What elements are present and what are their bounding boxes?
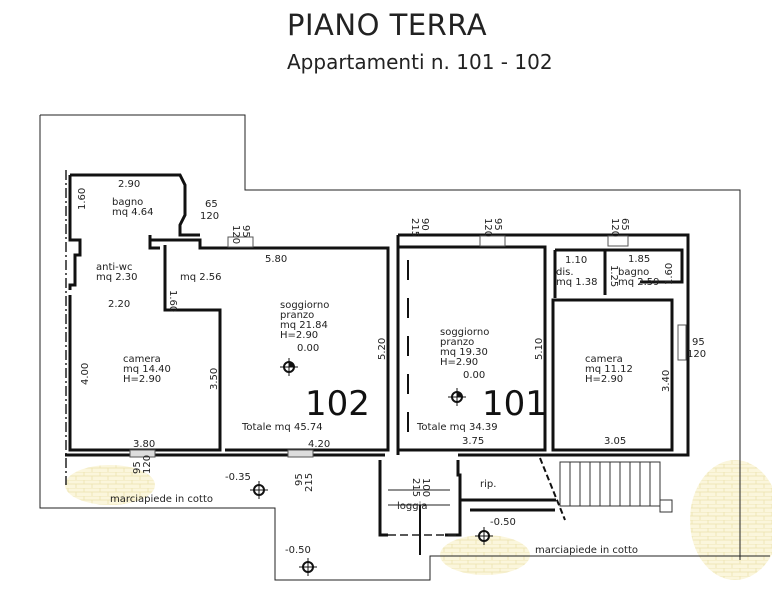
- room-label: bagno: [112, 197, 143, 208]
- room-label: bagno: [618, 267, 649, 278]
- level: 0.00: [463, 370, 485, 381]
- room-height: H=2.90: [585, 374, 623, 385]
- level: -0.35: [225, 472, 251, 483]
- area-label: rip.: [480, 479, 496, 490]
- dim: 2.20: [108, 299, 130, 310]
- room-label: pranzo: [440, 337, 474, 348]
- level-marker-icon: [280, 358, 298, 376]
- window-dim: 120: [609, 218, 620, 237]
- room-label: dis.: [556, 267, 574, 278]
- room-label: pranzo: [280, 310, 314, 321]
- dim: 5.10: [534, 338, 545, 360]
- window-dim: 95: [692, 337, 705, 348]
- unit-number: 102: [305, 384, 370, 424]
- level: 0.00: [297, 343, 319, 354]
- unit-number: 101: [482, 384, 547, 424]
- room-area: mq 11.12: [585, 364, 633, 375]
- window-dim: 120: [687, 349, 706, 360]
- dim: 3.05: [604, 436, 626, 447]
- dim: 2.90: [118, 179, 140, 190]
- room-area: mq 14.40: [123, 364, 171, 375]
- dim: 1.60: [664, 263, 675, 285]
- room-area: mq 21.84: [280, 320, 328, 331]
- room-label: anti-wc: [96, 262, 132, 273]
- dim: 4.00: [80, 363, 91, 385]
- window-dim: 95: [492, 218, 503, 231]
- dim: 3.75: [462, 436, 484, 447]
- level-marker-icon: [448, 388, 466, 406]
- window-dim: 120: [142, 455, 153, 474]
- unit-102-walls: [65, 173, 390, 458]
- level-marker-icon: [250, 481, 268, 499]
- level-marker-icon: [475, 527, 493, 545]
- door-dim: 215: [410, 478, 421, 497]
- dim: 1.25: [608, 265, 619, 287]
- dim: 5.20: [377, 338, 388, 360]
- plan-subtitle: Appartamenti n. 101 - 102: [287, 50, 553, 74]
- window-dim: 120: [230, 225, 241, 244]
- room-height: H=2.90: [280, 330, 318, 341]
- dim: 1.10: [565, 255, 587, 266]
- window-dim: 95: [240, 225, 251, 238]
- plan-title: PIANO TERRA: [287, 8, 488, 42]
- dim: 5.80: [265, 254, 287, 265]
- area-label: marciapiede in cotto: [110, 494, 213, 505]
- window-dim: 95: [132, 461, 143, 474]
- room-area: mq 2.30: [96, 272, 138, 283]
- stairs: [539, 457, 673, 521]
- room-label: camera: [123, 354, 161, 365]
- site-boundary: [40, 114, 741, 560]
- window-dim: 65: [619, 218, 630, 231]
- window-dim: 65: [205, 199, 218, 210]
- room-area: mq 19.30: [440, 347, 488, 358]
- room-area: mq 2.56: [180, 272, 222, 283]
- area-label: marciapiede in cotto: [535, 545, 638, 556]
- unit-total: Totale mq 34.39: [416, 422, 498, 433]
- room-label: soggiorno: [440, 327, 489, 338]
- room-area: mq 1.38: [556, 277, 598, 288]
- room-area: mq 4.64: [112, 207, 154, 218]
- paving-right: [690, 460, 772, 580]
- dim: 3.50: [209, 368, 220, 390]
- dim: 1.60: [167, 290, 178, 312]
- door-dim: 90: [419, 218, 430, 231]
- dim: 3.80: [133, 439, 155, 450]
- dim: 1.60: [77, 188, 88, 210]
- room-area: mq 2.59: [618, 277, 660, 288]
- room-height: H=2.90: [123, 374, 161, 385]
- window-dim: 120: [200, 211, 219, 222]
- window-dim: 120: [482, 218, 493, 237]
- unit-total: Totale mq 45.74: [241, 422, 323, 433]
- level: -0.50: [285, 545, 311, 556]
- door-dim: 215: [409, 218, 420, 237]
- dim: 4.20: [308, 439, 330, 450]
- room-label: camera: [585, 354, 623, 365]
- area-label: loggia: [397, 501, 428, 512]
- room-height: H=2.90: [440, 357, 478, 368]
- paving-bottom: [440, 535, 530, 575]
- door-dim: 95: [294, 473, 305, 486]
- loggia-structure: [378, 460, 556, 555]
- level: -0.50: [490, 517, 516, 528]
- paving-left: [65, 465, 155, 505]
- door-dim: 215: [304, 473, 315, 492]
- dim: 3.40: [661, 370, 672, 392]
- site-boundary-bottom: [39, 115, 770, 581]
- door-dim: 100: [420, 478, 431, 497]
- level-marker-icon: [299, 558, 317, 576]
- unit-101-walls: [396, 233, 690, 457]
- room-label: soggiorno: [280, 300, 329, 311]
- dim: 1.85: [628, 254, 650, 265]
